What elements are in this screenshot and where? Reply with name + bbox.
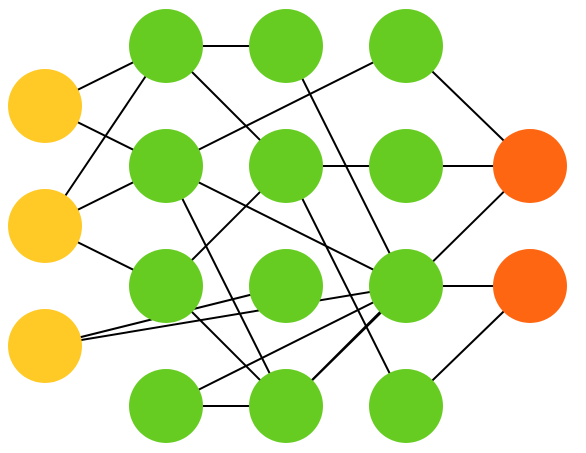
edge-h1d-h3c [165,285,407,407]
hidden-node-h3d [369,369,443,443]
output-node-out1 [493,129,567,203]
hidden-node-h1b [129,129,203,203]
edge-h1b-h2d [165,165,287,407]
input-node-in3 [8,309,82,383]
hidden-node-h3a [369,9,443,83]
hidden-node-h1d [129,369,203,443]
hidden-node-h1a [129,9,203,83]
edge-h1b-h3c [165,165,407,287]
edge-in3-h3c [44,285,407,347]
hidden-node-h2b [249,129,323,203]
hidden-node-h2d [249,369,323,443]
edge-h2b-h3d [285,165,407,407]
input-node-in2 [8,189,82,263]
hidden-node-h2a [249,9,323,83]
hidden-node-h1c [129,249,203,323]
input-node-in1 [8,69,82,143]
edge-h1b-h3a [165,45,407,167]
hidden-node-h3c [369,249,443,323]
output-node-out2 [493,249,567,323]
hidden-node-h3b [369,129,443,203]
hidden-node-h2c [249,249,323,323]
network-nodes [8,9,567,443]
